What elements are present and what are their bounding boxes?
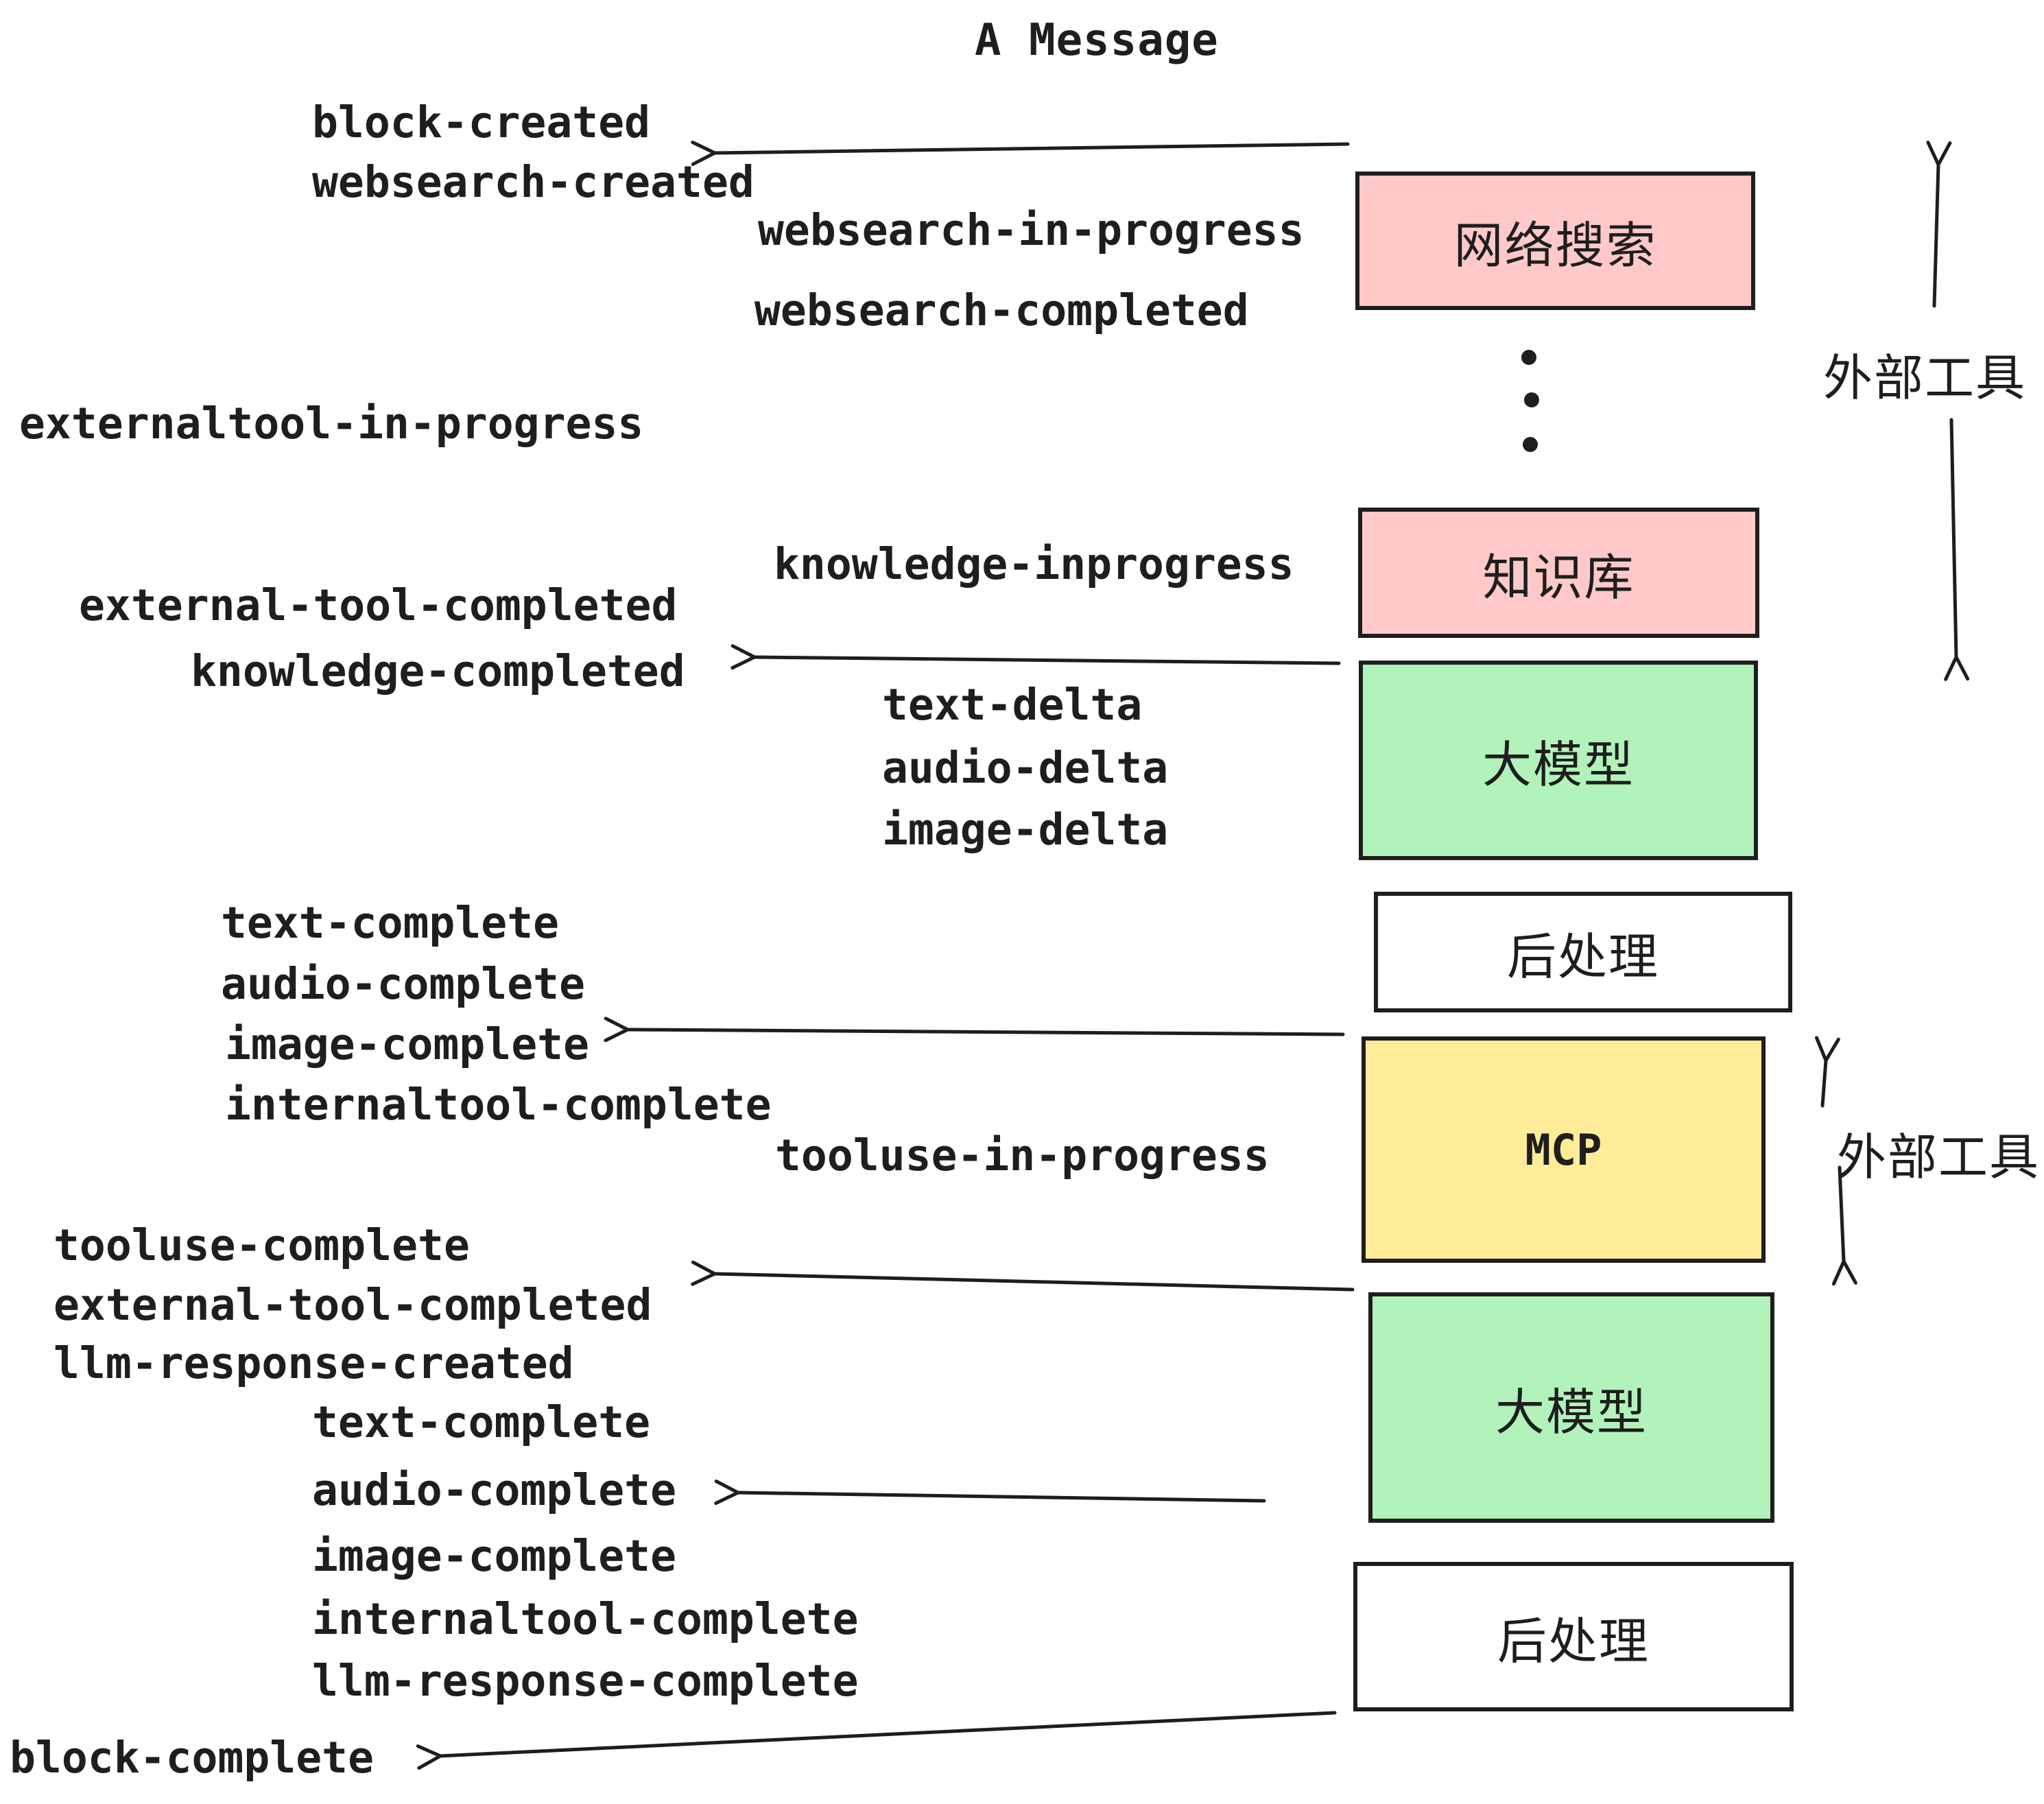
box-knowledge-label: 知识库: [1482, 548, 1635, 606]
event-tooluse-complete: tooluse-complete: [54, 1220, 470, 1270]
event-audio-complete: audio-complete: [221, 959, 586, 1009]
event-block-complete: block-complete: [10, 1733, 375, 1783]
event-websearch-created: websearch-created: [312, 157, 754, 207]
event-text-complete: text-complete: [221, 898, 560, 948]
event-llm-response-created: llm-response-created: [54, 1338, 574, 1388]
box-websearch-label: 网络搜索: [1453, 216, 1657, 274]
arrow-to-block-created: [691, 140, 1350, 166]
arrow-external-tools-up-1: [1926, 141, 1952, 308]
event-audio-complete-2: audio-complete: [312, 1465, 677, 1515]
diagram-title: A Message: [975, 15, 1219, 66]
arrow-to-audio-complete: [714, 1480, 1266, 1505]
event-tooluse-in-progress: tooluse-in-progress: [775, 1130, 1270, 1180]
event-image-complete-2: image-complete: [312, 1531, 677, 1581]
event-external-tool-completed: external-tool-completed: [79, 580, 678, 630]
side-label-external-tools-1: 外部工具: [1823, 349, 2027, 407]
box-llm-1-label: 大模型: [1482, 736, 1635, 794]
box-postprocess-2: 后处理: [1353, 1562, 1794, 1711]
event-image-complete: image-complete: [225, 1019, 590, 1069]
event-internaltool-complete: internaltool-complete: [225, 1080, 772, 1130]
box-mcp-label: MCP: [1525, 1124, 1602, 1175]
arrow-to-knowledge-completed: [730, 644, 1341, 670]
ellipsis-dots: [1521, 350, 1539, 452]
box-postprocess-1: 后处理: [1374, 892, 1792, 1012]
event-knowledge-completed: knowledge-completed: [191, 646, 685, 696]
event-websearch-completed: websearch-completed: [754, 285, 1249, 335]
event-image-delta: image-delta: [882, 805, 1169, 855]
arrow-external-tools-up-2: [1814, 1036, 1840, 1108]
event-text-delta: text-delta: [882, 680, 1143, 730]
box-postprocess-2-label: 后处理: [1497, 1612, 1650, 1670]
box-llm-2-label: 大模型: [1495, 1383, 1648, 1441]
box-llm-2: 大模型: [1368, 1292, 1774, 1523]
arrow-to-tooluse-complete: [691, 1260, 1355, 1292]
event-knowledge-inprogress: knowledge-inprogress: [774, 539, 1294, 589]
box-postprocess-1-label: 后处理: [1506, 927, 1659, 986]
side-label-external-tools-2: 外部工具: [1837, 1128, 2041, 1186]
box-mcp: MCP: [1362, 1036, 1766, 1263]
event-block-created: block-created: [312, 97, 651, 147]
box-websearch: 网络搜索: [1355, 171, 1755, 310]
arrow-external-tools-down-1: [1944, 418, 1970, 681]
event-external-tool-completed-2: external-tool-completed: [54, 1280, 652, 1330]
event-websearch-in-progress: websearch-in-progress: [758, 205, 1305, 255]
event-text-complete-2: text-complete: [312, 1397, 651, 1447]
arrow-to-block-complete: [416, 1711, 1337, 1770]
event-llm-response-complete: llm-response-complete: [312, 1656, 859, 1706]
box-knowledge: 知识库: [1358, 508, 1759, 638]
event-audio-delta: audio-delta: [882, 743, 1169, 793]
event-externaltool-in-progress: externaltool-in-progress: [19, 399, 644, 449]
arrow-to-image-complete: [604, 1017, 1345, 1043]
box-llm-1: 大模型: [1359, 661, 1758, 860]
event-internaltool-complete-2: internaltool-complete: [312, 1594, 859, 1644]
